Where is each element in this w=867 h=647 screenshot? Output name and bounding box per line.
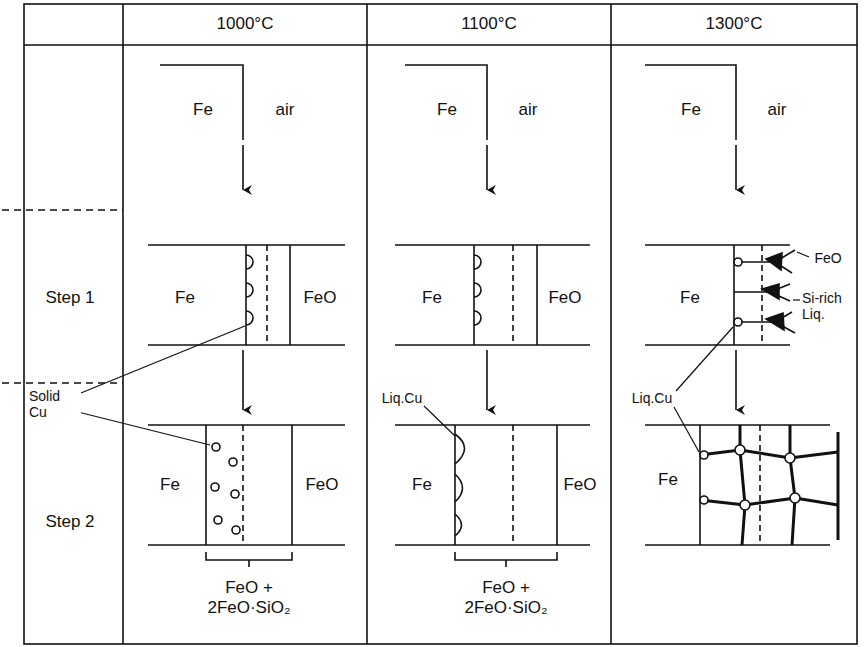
phase-label: Fe	[679, 100, 703, 120]
atmosphere-label: air	[274, 100, 297, 120]
phase-label: Fe	[678, 288, 702, 308]
callout-label: FeO	[812, 250, 843, 266]
phase-label: FeO	[561, 475, 598, 495]
phase-label: Fe	[173, 288, 197, 308]
table-grid	[2, 4, 857, 644]
temperature-header: 1100°C	[459, 14, 519, 34]
row-label: Step 2	[43, 512, 96, 532]
oxidation-1000c	[74, 65, 345, 567]
phase-label: Fe	[420, 288, 444, 308]
temperature-header: 1300°C	[704, 14, 765, 34]
scale-composition: FeO + 2FeO·SiO₂	[197, 578, 301, 617]
temperature-header: 1000°C	[215, 14, 276, 34]
phase-label: Fe	[158, 475, 182, 495]
callout-label: Si-rich Liq.	[800, 290, 856, 322]
atmosphere-label: air	[517, 100, 540, 120]
phase-label: FeO	[303, 475, 340, 495]
phase-label: Fe	[656, 470, 680, 490]
phase-label: FeO	[546, 288, 583, 308]
atmosphere-label: air	[766, 100, 789, 120]
phase-label: FeO	[301, 288, 338, 308]
callout-label: Liq.Cu	[630, 390, 674, 406]
scale-composition: FeO + 2FeO·SiO₂	[454, 578, 558, 617]
phase-label: Fe	[435, 100, 459, 120]
callout-label: Solid Cu	[27, 388, 81, 420]
row-label: Step 1	[43, 288, 96, 308]
callout-label: Liq.Cu	[380, 390, 424, 406]
phase-label: Fe	[410, 475, 434, 495]
phase-label: Fe	[191, 100, 215, 120]
